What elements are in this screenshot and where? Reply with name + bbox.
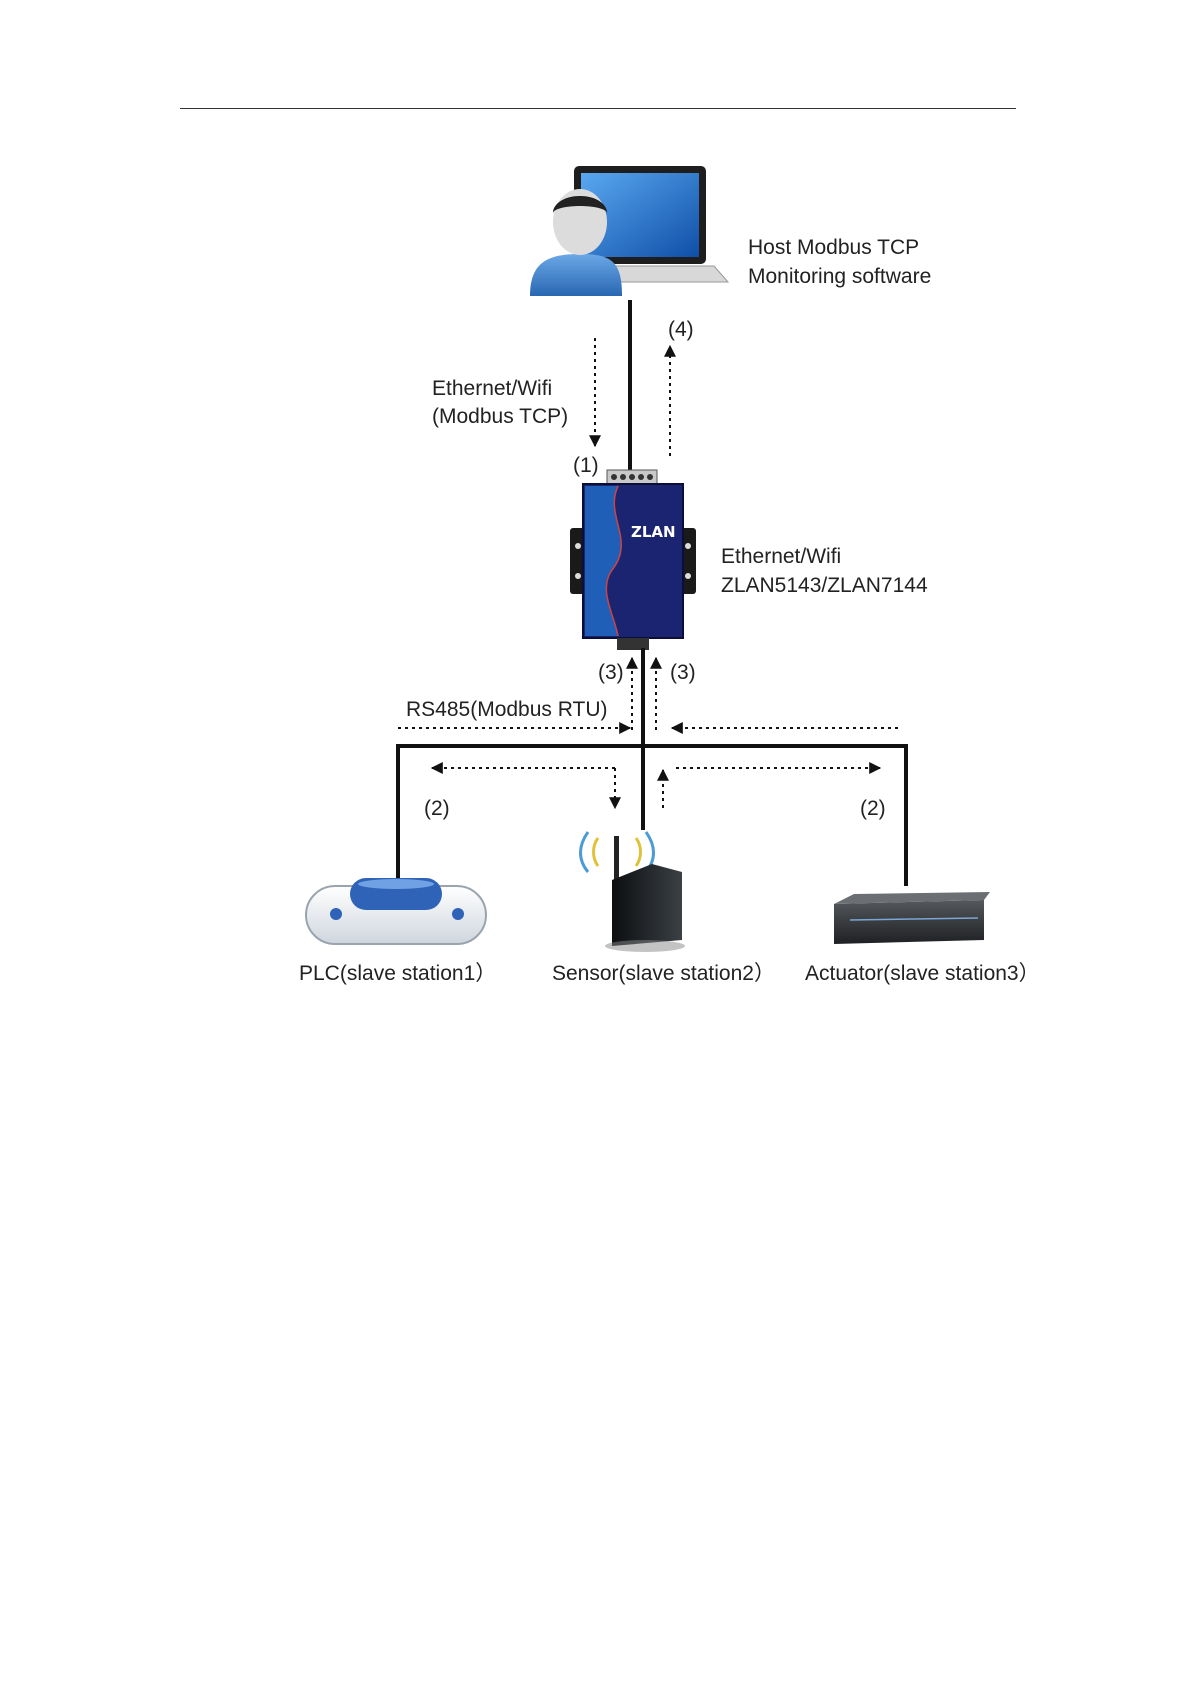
actuator-icon bbox=[834, 892, 990, 944]
host-label-line2: Monitoring software bbox=[748, 263, 931, 291]
step-3-left-label: (3) bbox=[598, 659, 624, 687]
zlan-device-icon: ZLAN bbox=[570, 470, 696, 650]
plc-label: PLC(slave station1） bbox=[299, 960, 496, 988]
device-label-line1: Ethernet/Wifi bbox=[721, 543, 841, 571]
step-4-label: (4) bbox=[668, 316, 694, 344]
sensor-label: Sensor(slave station2） bbox=[552, 960, 775, 988]
host-label-line1: Host Modbus TCP bbox=[748, 234, 919, 262]
step-2-right-label: (2) bbox=[860, 795, 886, 823]
uplink-label-line1: Ethernet/Wifi bbox=[432, 375, 552, 403]
uplink-label-line2: (Modbus TCP) bbox=[432, 403, 568, 431]
plc-icon bbox=[306, 878, 486, 944]
device-label-line2: ZLAN5143/ZLAN7144 bbox=[721, 572, 928, 600]
rs485-label: RS485(Modbus RTU) bbox=[406, 696, 608, 724]
sensor-icon bbox=[581, 832, 686, 952]
device-brand: ZLAN bbox=[631, 523, 676, 541]
actuator-label: Actuator(slave station3） bbox=[805, 960, 1040, 988]
step-1-label: (1) bbox=[573, 452, 599, 480]
step-2-left-label: (2) bbox=[424, 795, 450, 823]
step-3-right-label: (3) bbox=[670, 659, 696, 687]
